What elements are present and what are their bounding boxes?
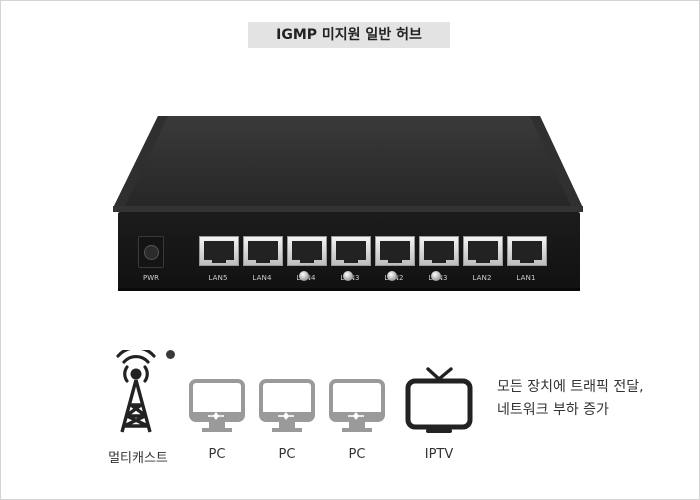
lan-port: [375, 236, 415, 266]
lan-port: [331, 236, 371, 266]
description-line: 모든 장치에 트래픽 전달,: [497, 379, 644, 395]
lan-port: [287, 236, 327, 266]
power-jack: [138, 236, 164, 268]
port-led: [343, 271, 353, 281]
lan-port: [199, 236, 239, 266]
pc-label: PC: [208, 447, 226, 462]
multicast-label: 멀티캐스트: [108, 451, 168, 466]
lan-port: [507, 236, 547, 266]
lan-port: [419, 236, 459, 266]
port-label: LAN2: [472, 274, 492, 282]
page-title: IGMP 미지원 일반 허브: [248, 22, 450, 48]
hub-description: 모든 장치에 트래픽 전달, 네트워크 부하 증가: [497, 376, 644, 422]
pc-icon: [329, 379, 385, 432]
port-led: [431, 271, 441, 281]
power-label: PWR: [142, 274, 159, 282]
broadcast-tower-icon: [116, 350, 156, 433]
pc-icon: [189, 379, 245, 432]
tv-icon: [405, 367, 473, 433]
port-label: LAN1: [516, 274, 536, 282]
iptv-label: IPTV: [424, 447, 454, 462]
port-label: LAN5: [208, 274, 228, 282]
pc-label: PC: [348, 447, 366, 462]
lan-port: [243, 236, 283, 266]
port-led: [387, 271, 397, 281]
port-label: LAN4: [252, 274, 272, 282]
port-led: [299, 271, 309, 281]
status-dot: [166, 350, 175, 359]
description-line: 네트워크 부하 증가: [497, 402, 609, 418]
pc-label: PC: [278, 447, 296, 462]
lan-port: [463, 236, 503, 266]
pc-icon: [259, 379, 315, 432]
